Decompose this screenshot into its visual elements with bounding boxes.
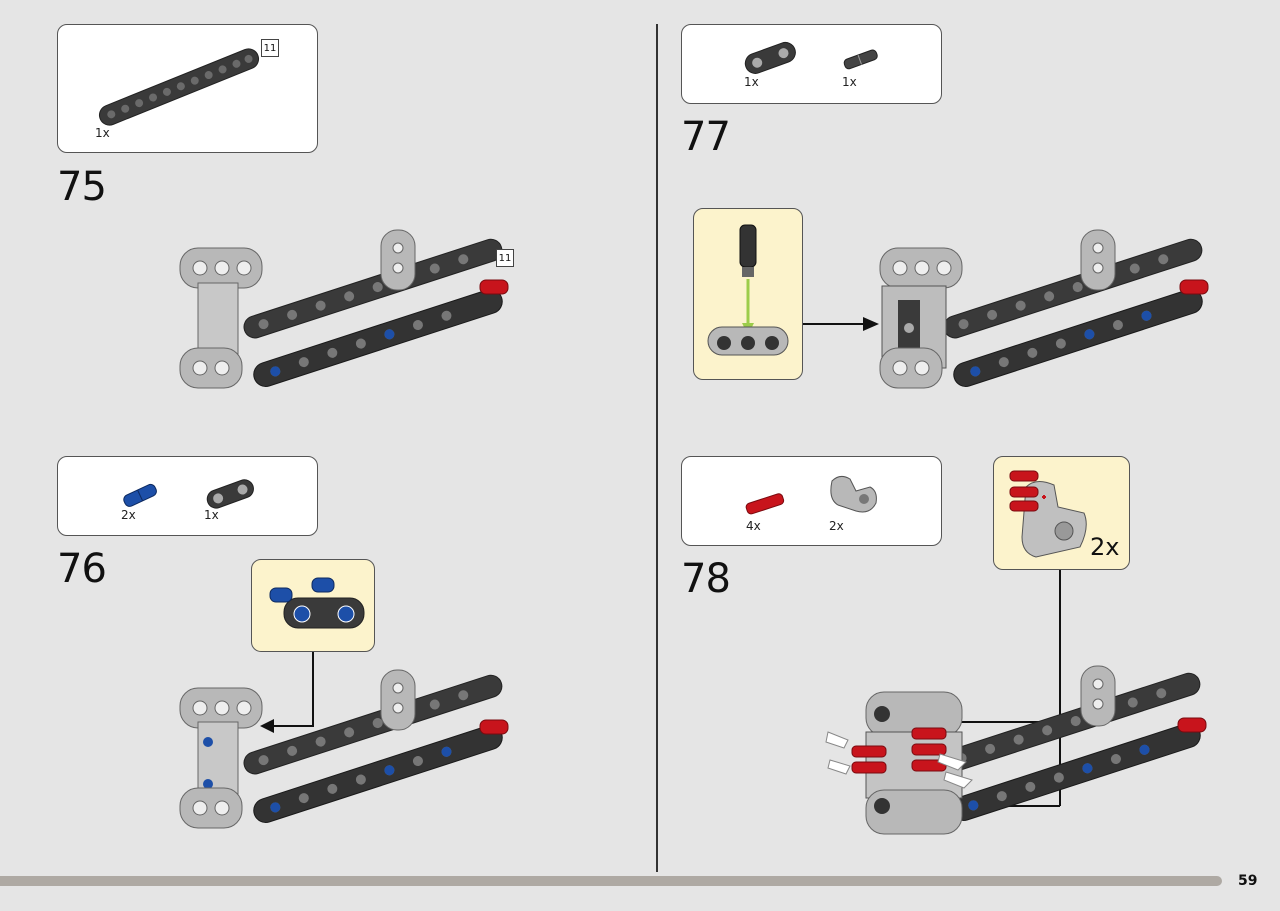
part-quantity: 4x <box>746 519 761 533</box>
assembly-step-76 <box>179 669 509 829</box>
double-connector-icon <box>744 41 796 74</box>
part-quantity: 1x <box>842 75 857 89</box>
double-connector-icon <box>206 479 254 509</box>
callout-arrow-step-76 <box>260 652 314 733</box>
parts-list-step-78: 4x 2x <box>681 456 942 546</box>
step-number-78: 78 <box>681 556 731 602</box>
part-quantity: 1x <box>744 75 759 89</box>
assembly-step-77 <box>879 229 1209 389</box>
axle-pin-icon <box>843 49 878 70</box>
part-quantity: 1x <box>95 126 110 140</box>
assembly-count-label: 11 <box>496 249 514 267</box>
subassembly-callout-step-76 <box>251 559 375 652</box>
parts-list-step-75: 11 1x <box>57 24 318 153</box>
progress-bar <box>0 876 1222 886</box>
parts-list-step-76: 2x 1x <box>57 456 318 536</box>
parts-list-step-77: 1x 1x <box>681 24 942 104</box>
assembly-step-78 <box>825 665 1207 835</box>
part-quantity: 2x <box>121 508 136 522</box>
dark-grey-beam-11-icon <box>98 48 260 126</box>
subassembly-callout-step-77 <box>693 208 803 380</box>
blue-pin-icon <box>123 483 157 507</box>
pins-in-connector-icon <box>269 577 365 629</box>
step-number-76: 76 <box>57 546 107 592</box>
page-number: 59 <box>1238 873 1258 889</box>
part-quantity: 1x <box>204 508 219 522</box>
callout-multiplier: 2x <box>1090 533 1120 561</box>
red-axle-icon <box>745 493 785 515</box>
page-divider <box>656 24 658 872</box>
beam-length-label: 11 <box>261 39 279 57</box>
part-quantity: 2x <box>829 519 844 533</box>
step-number-77: 77 <box>681 114 731 160</box>
pin-insert-icon <box>707 224 789 356</box>
assembly-step-75 <box>179 229 509 389</box>
subassembly-callout-step-78: 2x <box>993 456 1130 570</box>
angle-connector-with-axles-icon <box>1009 470 1087 558</box>
angle-connector-icon <box>830 475 877 513</box>
callout-arrow-step-77 <box>803 317 879 331</box>
step-number-75: 75 <box>57 164 107 210</box>
